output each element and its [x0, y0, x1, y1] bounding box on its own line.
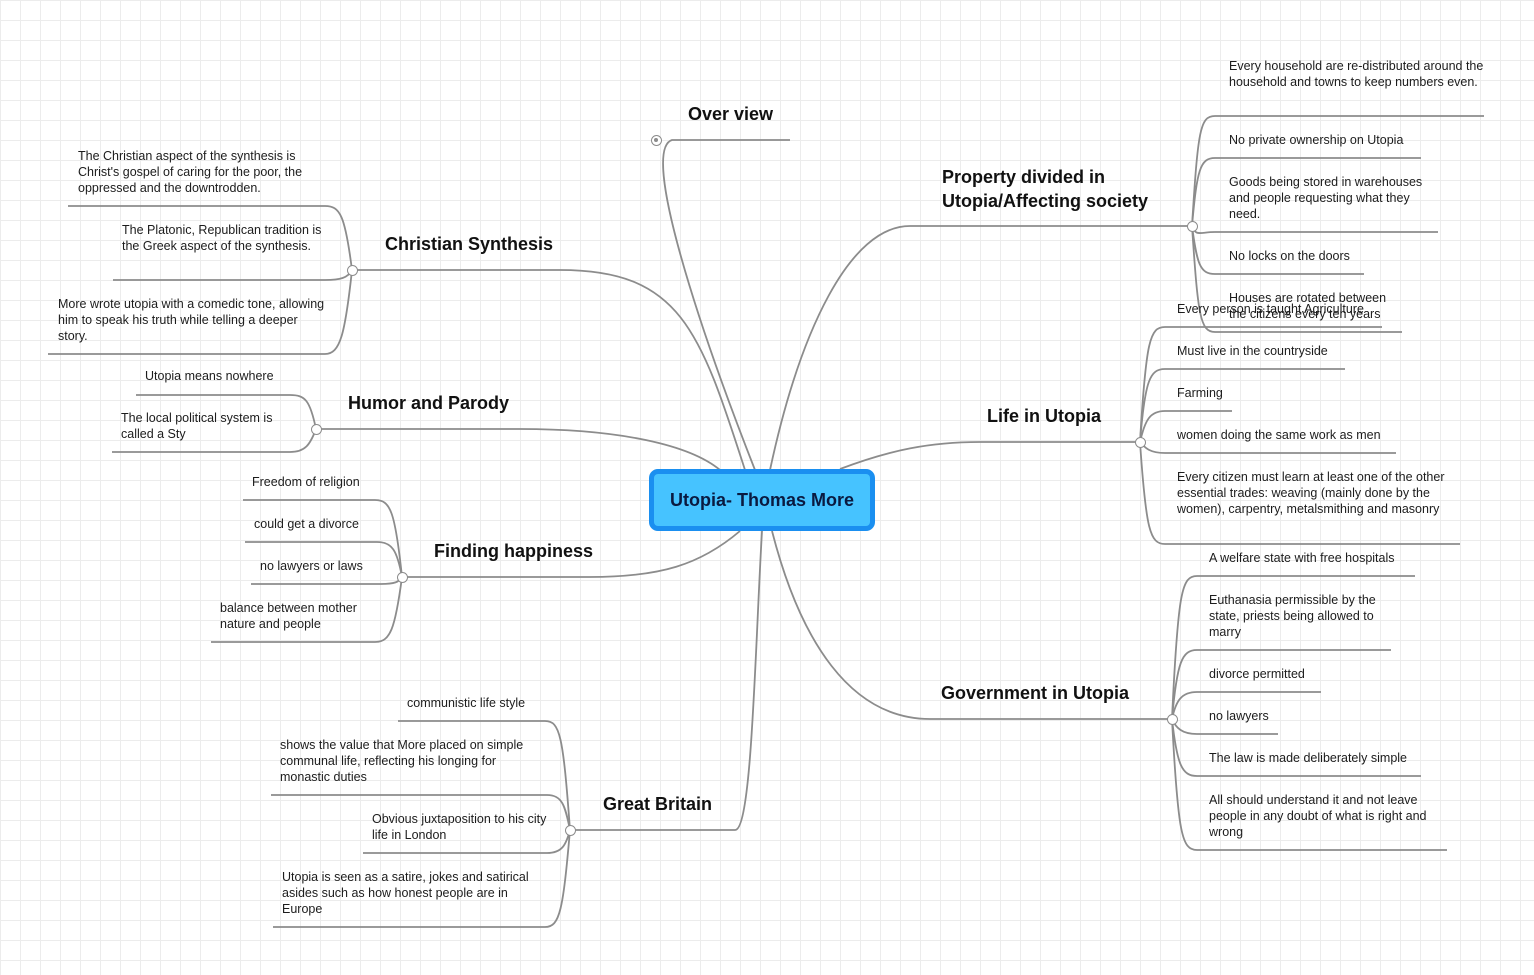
leaf-britain-1[interactable]: communistic life style — [407, 696, 526, 710]
leaf-life-2[interactable]: Must live in the countryside — [1177, 344, 1328, 358]
christian-collapse-handle[interactable] — [346, 264, 358, 276]
government-collapse-handle[interactable] — [1166, 713, 1178, 725]
leaf-property-1[interactable]: Every household are re-distributed aroun… — [1229, 59, 1484, 89]
link-christian — [352, 269, 746, 471]
topic-property-line1: Property divided in — [942, 167, 1106, 187]
leaf-government-2[interactable]: Euthanasia permissible by the state, pri… — [1209, 593, 1376, 639]
overview-collapse-handle[interactable] — [650, 134, 662, 146]
leaf-property-5[interactable]: Houses are rotated between the citizens … — [1229, 291, 1387, 321]
leaf-life-5[interactable]: Every citizen must learn at least one of… — [1177, 470, 1445, 516]
leaf-government-5[interactable]: The law is made deliberately simple — [1209, 751, 1408, 765]
root-node[interactable]: Utopia- Thomas More — [649, 469, 875, 531]
leaf-property-2[interactable]: No private ownership on Utopia — [1229, 133, 1404, 147]
leaf-life-1[interactable]: Every person is taught Agriculture — [1177, 302, 1364, 316]
leaf-happiness-2[interactable]: could get a divorce — [254, 517, 359, 531]
leaf-humor-2[interactable]: The local political system is called a S… — [121, 411, 273, 441]
leaf-happiness-1[interactable]: Freedom of religion — [252, 475, 360, 489]
britain-collapse-handle[interactable] — [564, 824, 576, 836]
leaf-humor-1[interactable]: Utopia means nowhere — [145, 369, 274, 383]
link-happiness — [402, 530, 741, 578]
leaf-britain-4[interactable]: Utopia is seen as a satire, jokes and sa… — [282, 870, 529, 916]
link-property — [769, 225, 1192, 471]
root-label: Utopia- Thomas More — [669, 489, 854, 510]
property-collapse-handle[interactable] — [1186, 220, 1198, 232]
leaf-britain-2[interactable]: shows the value that More placed on simp… — [280, 738, 524, 784]
leaf-christian-2[interactable]: The Platonic, Republican tradition is th… — [122, 223, 322, 253]
topic-humor-parody[interactable]: Humor and Parody — [348, 393, 510, 413]
leaf-property-4[interactable]: No locks on the doors — [1229, 249, 1350, 263]
topic-great-britain[interactable]: Great Britain — [603, 794, 713, 814]
leaf-property-3[interactable]: Goods being stored in warehouses and peo… — [1229, 175, 1423, 221]
leaf-life-4[interactable]: women doing the same work as men — [1177, 428, 1381, 442]
target-icon — [653, 137, 658, 142]
leaf-happiness-4[interactable]: balance between mother nature and people — [220, 601, 357, 631]
topic-property[interactable]: Property divided in Utopia/Affecting soc… — [942, 165, 1148, 213]
happiness-collapse-handle[interactable] — [396, 571, 408, 583]
leaf-happiness-3[interactable]: no lawyers or laws — [260, 559, 363, 573]
topic-overview[interactable]: Over view — [688, 104, 774, 124]
leaf-britain-3[interactable]: Obvious juxtaposition to his city life i… — [372, 812, 547, 842]
leaf-government-1[interactable]: A welfare state with free hospitals — [1209, 551, 1395, 565]
topic-christian-synthesis[interactable]: Christian Synthesis — [385, 234, 554, 254]
leaf-government-6[interactable]: All should understand it and not leave p… — [1209, 793, 1427, 839]
link-humor — [316, 428, 721, 471]
link-life — [839, 441, 1140, 470]
topic-property-line2: Utopia/Affecting society — [942, 191, 1149, 211]
topic-government[interactable]: Government in Utopia — [941, 683, 1130, 703]
leaf-government-4[interactable]: no lawyers — [1209, 709, 1269, 723]
leaf-christian-1[interactable]: The Christian aspect of the synthesis is… — [78, 149, 303, 195]
link-overview — [662, 139, 790, 471]
leaf-christian-3[interactable]: More wrote utopia with a comedic tone, a… — [58, 297, 325, 343]
link-government — [771, 530, 1172, 720]
life-collapse-handle[interactable] — [1134, 436, 1146, 448]
leaf-government-3[interactable]: divorce permitted — [1209, 667, 1305, 681]
link-britain — [570, 530, 763, 831]
topic-finding-happiness[interactable]: Finding happiness — [434, 541, 594, 561]
topic-life-in-utopia[interactable]: Life in Utopia — [987, 406, 1101, 426]
leaf-life-3[interactable]: Farming — [1177, 386, 1223, 400]
humor-collapse-handle[interactable] — [310, 423, 322, 435]
